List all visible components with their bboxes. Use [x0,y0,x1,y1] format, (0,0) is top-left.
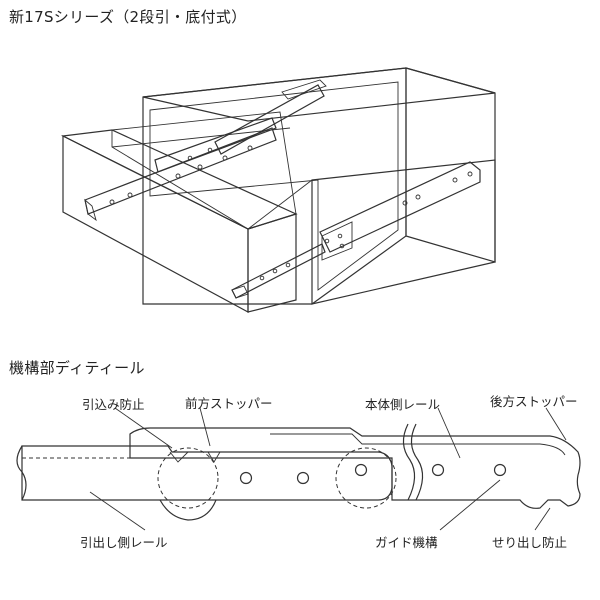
label-hikidashi-rail: 引出し側レール [80,535,168,550]
label-ato-stopper: 後方ストッパー [490,394,578,409]
cabinet-opening [149,81,399,291]
cream-rail [21,445,393,501]
rail-body-left [214,84,325,155]
label-hontai-rail: 本体側レール [365,397,441,412]
stopper-bulge [159,499,217,521]
label-guide: ガイド機構 [375,535,438,550]
label-seridashi: せり出し防止 [492,535,568,550]
hikikomi-circle [157,447,219,509]
mae-stopper-circle [335,447,397,509]
pink-rail [129,427,581,509]
page-title: 新17Sシリーズ（2段引・底付式） [9,8,247,26]
cabinet-front [142,67,407,305]
detail-title: 機構部ディティール [9,359,145,377]
label-mae-stopper: 前方ストッパー [185,396,273,411]
label-hikikomi: 引込み防止 [82,397,145,412]
rail-body-right [319,161,481,253]
